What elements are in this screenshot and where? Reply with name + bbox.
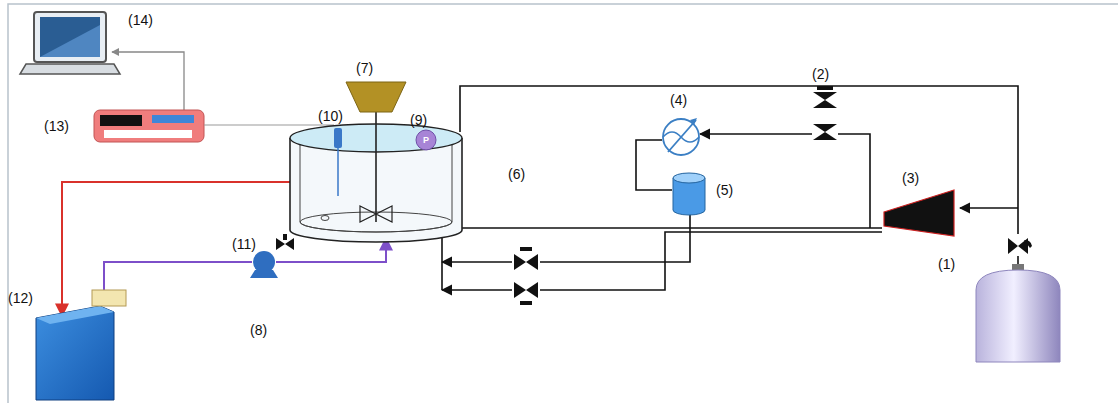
temperature-sensor (334, 128, 342, 196)
data-logger (94, 110, 204, 142)
laptop-icon (20, 12, 120, 74)
signal-wire (112, 52, 184, 110)
gauge-letter: P (423, 135, 429, 145)
gas-cylinder (976, 264, 1060, 362)
callout-number: (7) (356, 60, 373, 76)
callout-number: (2) (812, 66, 829, 82)
coolant-return-line (62, 182, 292, 316)
callout-number: (14) (128, 12, 153, 28)
buffer-tank (673, 173, 705, 215)
callout-number: (9) (410, 112, 427, 128)
callout-number: (8) (250, 322, 267, 338)
valve (276, 86, 1032, 305)
sensor-wire (204, 124, 334, 125)
callout-number: (10) (318, 108, 343, 124)
stirrer (360, 112, 392, 222)
frame-line (8, 4, 1118, 403)
callout-number: (6) (508, 166, 525, 182)
callout-number: (5) (716, 182, 733, 198)
callout-number: (11) (232, 236, 256, 252)
callout-number: (1) (938, 256, 955, 272)
callout-number: (12) (8, 290, 33, 306)
thermostatic-bath (36, 290, 126, 400)
pump (250, 251, 278, 278)
compressor (884, 190, 954, 236)
heat-exchanger (663, 118, 699, 155)
gas-lines (442, 86, 1018, 290)
stirrer-motor (346, 82, 406, 112)
callout-number: (13) (44, 118, 69, 134)
callout-number: (3) (902, 170, 919, 186)
callout-number: (4) (670, 92, 687, 108)
pressure-gauge (416, 130, 436, 150)
